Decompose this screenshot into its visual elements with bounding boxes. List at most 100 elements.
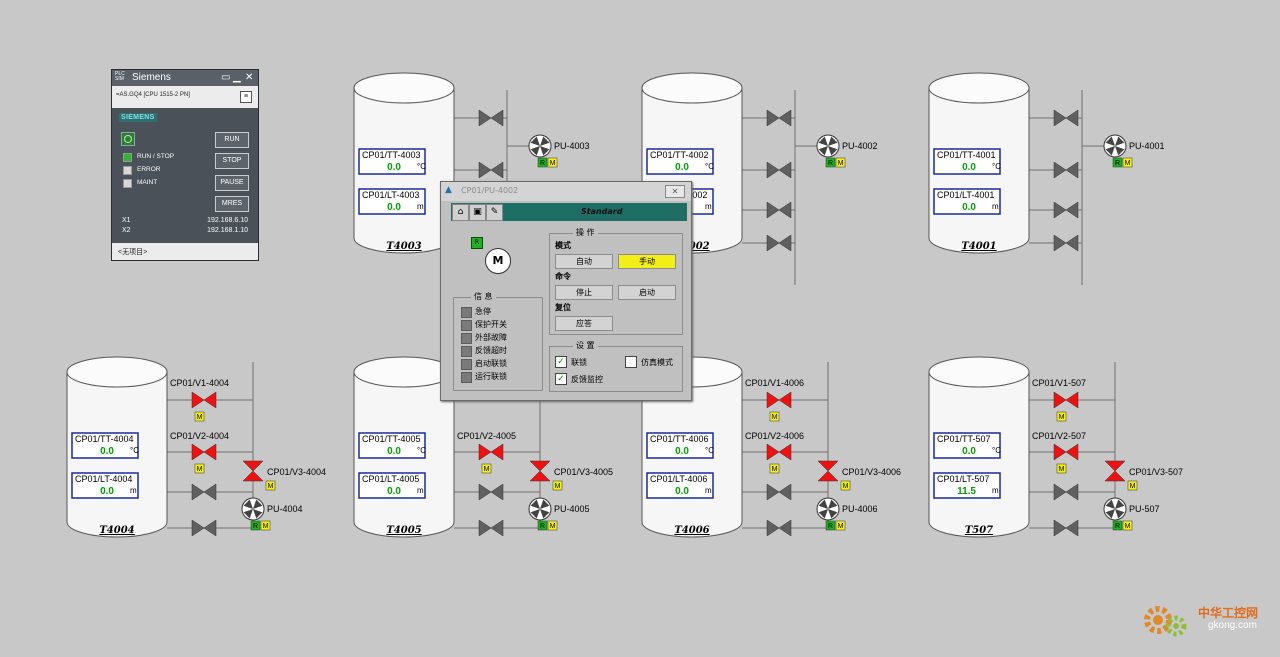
tank-label: T4006 [674,525,709,536]
valve-icon[interactable] [1053,483,1079,501]
valve-icon[interactable] [766,109,792,127]
stop-button[interactable]: STOP [215,153,249,169]
valve-icon[interactable] [766,161,792,179]
control-valve-icon[interactable] [191,443,217,461]
pump-PU-4006[interactable]: PU-4006 [816,497,878,521]
control-valve-icon[interactable] [1053,443,1079,461]
control-valve-icon[interactable] [478,443,504,461]
badge-letter: R [540,160,545,167]
display-frame [646,148,714,175]
vertical-valve-icon[interactable] [817,460,839,482]
valve-icon[interactable] [766,201,792,219]
valve-icon[interactable] [766,234,792,252]
pump-blade [1115,509,1125,519]
valve-icon[interactable] [766,483,792,501]
valve-icon[interactable] [1053,519,1079,537]
pump-PU-4005[interactable]: PU-4005 [528,497,590,521]
display-tag: CP01/LT-4005 [362,474,419,484]
badge-letter: R [1115,160,1120,167]
mres-button[interactable]: MRES [215,196,249,212]
lock-icon[interactable]: ▣ [469,204,486,221]
feedback-monitor-checkbox[interactable]: ✓ [555,373,567,385]
pump-blade [828,499,838,509]
run-button[interactable]: RUN [215,132,249,148]
simulation-mode-checkbox[interactable] [625,356,637,368]
vertical-valve-icon[interactable] [242,460,264,482]
valve-icon[interactable] [1053,161,1079,179]
control-valve-icon[interactable] [766,391,792,409]
start-command-button[interactable]: 启动 [618,285,676,300]
display-unit: °C [705,446,714,455]
run-status-badge: R [471,237,483,249]
manual-mode-badge: M [194,411,205,422]
pump-PU-4002[interactable]: PU-4002 [816,134,878,158]
restore-icon[interactable]: ▭ [221,72,231,83]
wrench-icon[interactable]: ✎ [486,204,503,221]
valve-half [1065,443,1079,461]
valve-icon[interactable] [191,483,217,501]
valve-half [1053,519,1067,537]
minimize-icon[interactable]: ▁ [233,72,241,83]
badge-letter: M [555,483,561,490]
valve-icon[interactable] [478,483,504,501]
valve-icon[interactable] [1053,201,1079,219]
settings-icon[interactable]: ≡ [240,91,252,103]
badge-letter: R [1115,523,1120,530]
gear-logo-icon [1144,606,1187,637]
info-label: 反馈超时 [475,346,507,355]
auto-mode-button[interactable]: 自动 [555,254,613,269]
pump-PU-4004[interactable]: PU-4004 [241,497,303,521]
valve-label: CP01/V3-4006 [842,467,901,477]
pump-PU-507[interactable]: PU-507 [1103,497,1160,521]
display-value: 0.0 [100,486,114,497]
valve-icon[interactable] [478,109,504,127]
control-valve-icon[interactable] [766,443,792,461]
power-icon[interactable] [121,132,135,146]
valve-icon[interactable] [191,519,217,537]
valve-icon[interactable] [766,519,792,537]
vertical-valve-icon[interactable] [529,460,551,482]
plc-title-bar[interactable]: PLC SIM Siemens ▭ ▁ ✕ [112,70,258,86]
display-unit: °C [417,446,426,455]
valve-icon[interactable] [478,161,504,179]
stop-command-button[interactable]: 停止 [555,285,613,300]
badge-box [840,480,851,491]
display-unit: m [705,202,712,211]
valve-icon[interactable] [1053,234,1079,252]
pump-PU-4003[interactable]: PU-4003 [528,134,590,158]
faceplate-title-bar[interactable]: ▲ CP01/PU-4002 ✕ [441,182,691,202]
control-valve-icon[interactable] [1053,391,1079,409]
pause-button[interactable]: PAUSE [215,175,249,191]
vertical-valve-icon[interactable] [1104,460,1126,482]
pump-PU-4001[interactable]: PU-4001 [1103,134,1165,158]
close-icon[interactable]: ✕ [245,72,254,83]
close-icon[interactable]: ✕ [665,185,685,198]
acknowledge-button[interactable]: 应答 [555,316,613,331]
interlock-checkbox[interactable]: ✓ [555,356,567,368]
valve-icon[interactable] [1053,109,1079,127]
control-valve-icon[interactable] [191,391,217,409]
home-icon[interactable]: ⌂ [452,204,469,221]
manual-mode-badge: M [260,520,271,531]
valve-icon[interactable] [478,519,504,537]
manual-mode-button[interactable]: 手动 [618,254,676,269]
